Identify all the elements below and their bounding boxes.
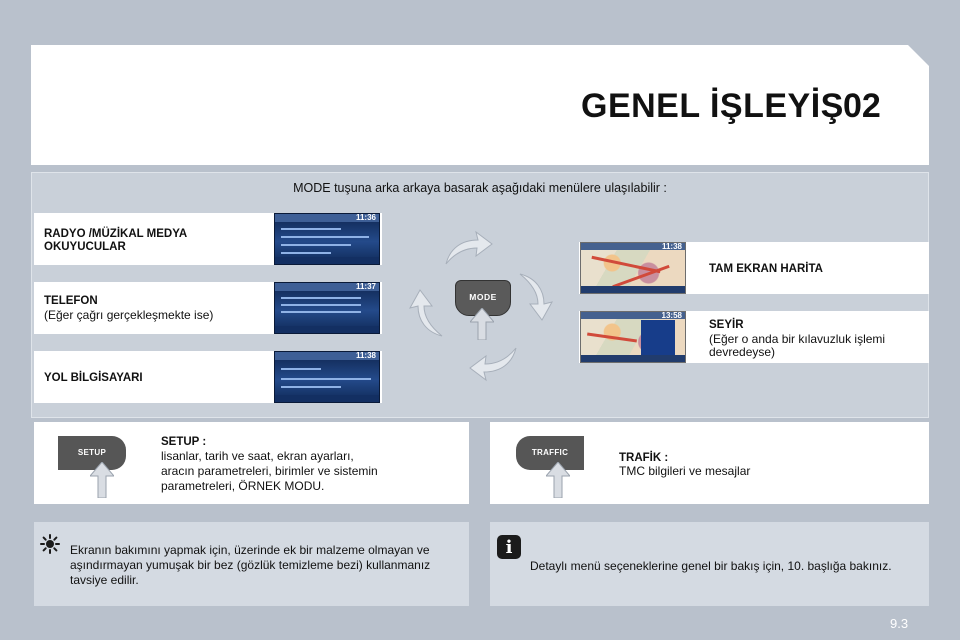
cycle-arrow-top-icon bbox=[445, 230, 493, 265]
intro-text: MODE tuşuna arka arkaya basarak aşağıdak… bbox=[293, 181, 667, 195]
menu-label: RADYO /MÜZİKAL MEDYA bbox=[44, 228, 188, 240]
traffic-button-label: TRAFFIC bbox=[531, 448, 569, 457]
info-note: Detaylı menü seçeneklerine genel bir bak… bbox=[490, 522, 929, 606]
maintenance-note-text: Ekranın bakımını yapmak için, üzerinde e… bbox=[70, 543, 430, 557]
menu-row-phone: TELEFON (Eğer çağrı gerçekleşmekte ise) … bbox=[34, 282, 382, 334]
trip-screen-thumbnail: 11:38 bbox=[274, 351, 380, 403]
setup-info-box: SETUP SETUP : lisanlar, tarih ve saat, e… bbox=[34, 422, 469, 504]
cycle-arrow-left-icon bbox=[409, 289, 443, 337]
sun-icon bbox=[40, 534, 60, 554]
setup-button-label: SETUP bbox=[77, 448, 107, 457]
menu-row-radio: RADYO /MÜZİKAL MEDYA OKUYUCULAR 11:36 bbox=[34, 213, 382, 265]
setup-description: parametreleri, ÖRNEK MODU. bbox=[161, 479, 325, 493]
menu-row-trip-computer: YOL BİLGİSAYARI 11:38 bbox=[34, 351, 382, 403]
press-arrow-icon bbox=[470, 308, 494, 340]
info-note-text: Detaylı menü seçeneklerine genel bir bak… bbox=[530, 559, 892, 573]
radio-screen-thumbnail: 11:36 bbox=[274, 213, 380, 265]
setup-title: SETUP : bbox=[161, 436, 207, 448]
mode-button-label: MODE bbox=[469, 292, 497, 302]
traffic-description: TMC bilgileri ve mesajlar bbox=[619, 464, 751, 478]
traffic-info-box: TRAFFIC TRAFİK : TMC bilgileri ve mesajl… bbox=[490, 422, 929, 504]
menu-label: TELEFON bbox=[44, 295, 98, 307]
map-screen-thumbnail: 11:38 bbox=[580, 242, 686, 294]
press-arrow-icon bbox=[546, 462, 570, 498]
screen-time: 13:58 bbox=[661, 311, 682, 320]
phone-screen-thumbnail: 11:37 bbox=[274, 282, 380, 334]
menu-sublabel: (Eğer çağrı gerçekleşmekte ise) bbox=[44, 308, 214, 322]
menu-label: OKUYUCULAR bbox=[44, 241, 126, 253]
page-title: GENEL İŞLEYİŞ bbox=[581, 87, 844, 125]
cycle-arrow-bottom-icon bbox=[469, 347, 517, 382]
menu-row-fullscreen-map: 11:38 TAM EKRAN HARİTA bbox=[579, 242, 929, 294]
screen-time: 11:37 bbox=[355, 282, 376, 291]
menu-sublabel: devredeyse) bbox=[709, 345, 776, 359]
cycle-arrow-right-icon bbox=[519, 273, 553, 321]
traffic-title: TRAFİK : bbox=[619, 452, 669, 464]
screen-time: 11:38 bbox=[661, 242, 682, 251]
traffic-button[interactable]: TRAFFIC bbox=[516, 436, 584, 470]
menu-label: TAM EKRAN HARİTA bbox=[709, 263, 823, 275]
menu-label: SEYİR bbox=[709, 319, 744, 331]
page-header: GENEL İŞLEYİŞ 02 bbox=[31, 45, 929, 165]
maintenance-note-text: tavsiye edilir. bbox=[70, 573, 139, 587]
setup-description: lisanlar, tarih ve saat, ekran ayarları, bbox=[161, 449, 354, 463]
chapter-number: 02 bbox=[843, 87, 881, 125]
maintenance-note: Ekranın bakımını yapmak için, üzerinde e… bbox=[34, 522, 469, 606]
info-icon: i bbox=[497, 535, 521, 559]
menu-sublabel: (Eğer o anda bir kılavuzluk işlemi bbox=[709, 332, 886, 346]
navigation-screen-thumbnail: 13:58 bbox=[580, 311, 686, 363]
info-icon-glyph: i bbox=[505, 537, 513, 558]
menu-label: YOL BİLGİSAYARI bbox=[44, 372, 143, 384]
setup-button[interactable]: SETUP bbox=[58, 436, 126, 470]
screen-time: 11:38 bbox=[355, 351, 376, 360]
screen-time: 11:36 bbox=[355, 213, 376, 222]
maintenance-note-text: aşındırmayan yumuşak bir bez (gözlük tem… bbox=[70, 558, 431, 572]
setup-description: aracın parametreleri, birimler ve sistem… bbox=[161, 464, 378, 478]
press-arrow-icon bbox=[90, 462, 114, 498]
menu-row-navigation: 13:58 SEYİR (Eğer o anda bir kılavuzluk … bbox=[579, 311, 929, 363]
page-number: 9.3 bbox=[890, 616, 909, 631]
